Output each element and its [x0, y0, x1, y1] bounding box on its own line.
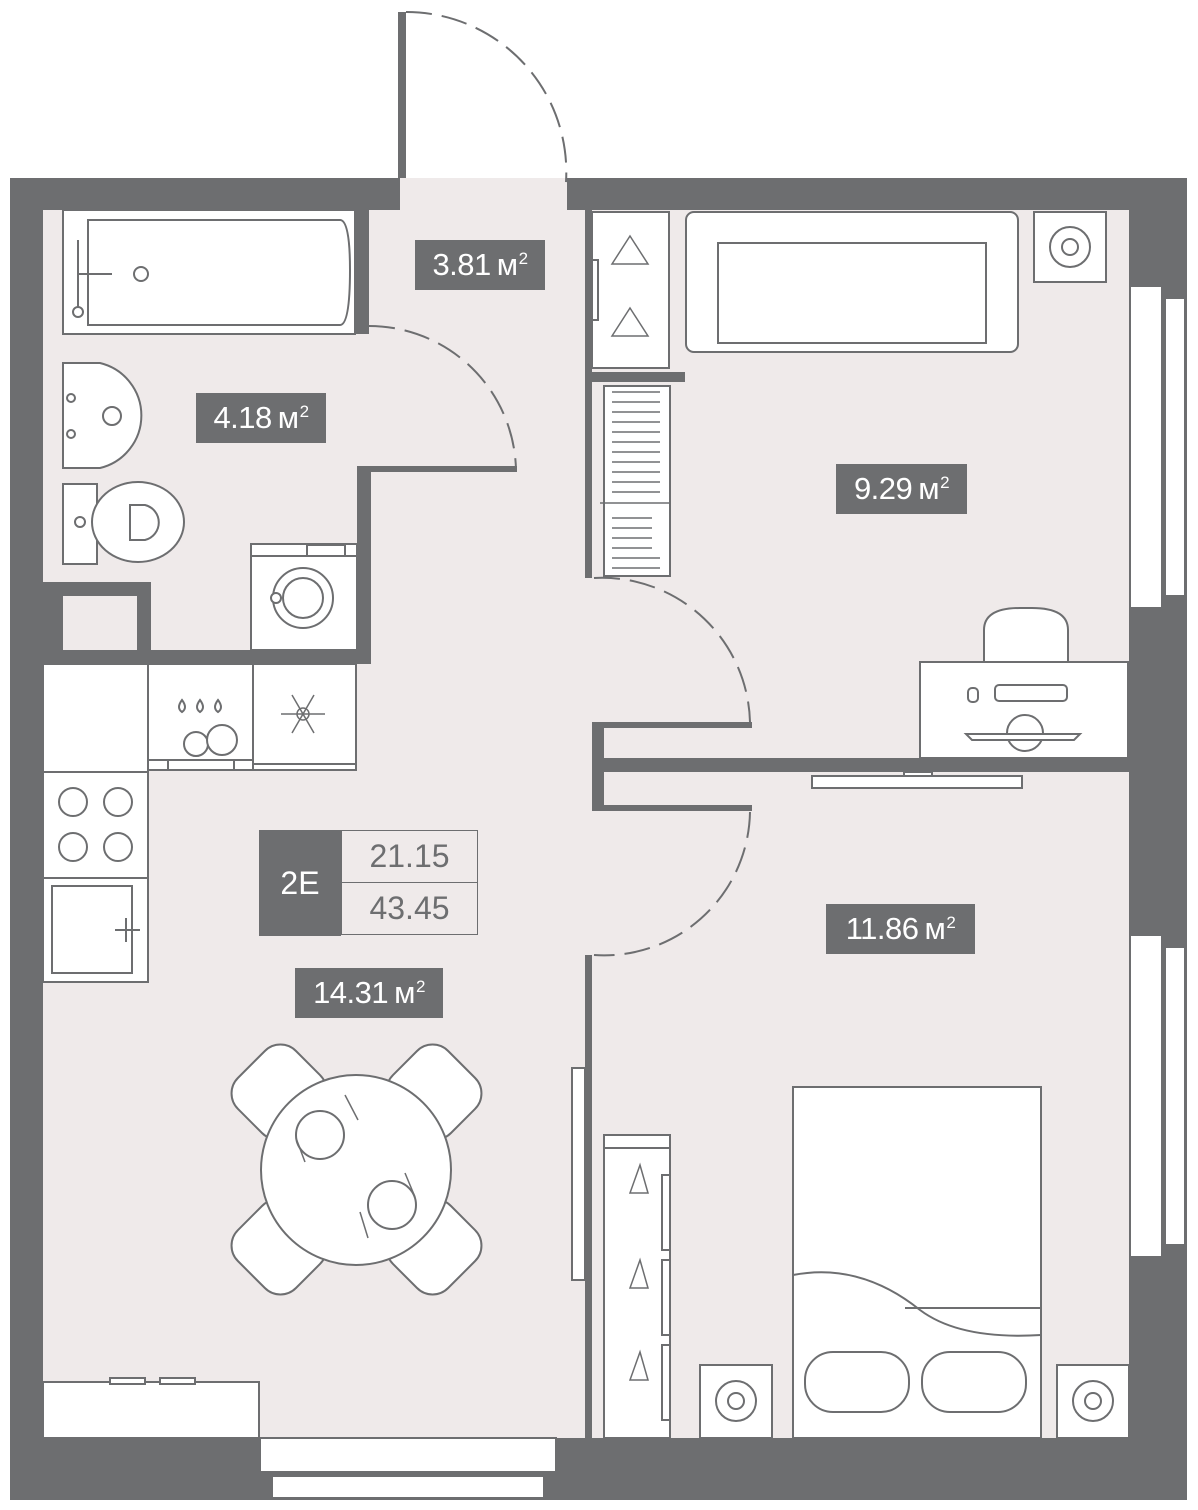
living-area: 21.15	[341, 830, 478, 883]
exterior-walls	[10, 12, 1187, 1500]
apartment-badge: 2E 21.15 43.45	[259, 830, 478, 936]
windows	[259, 285, 1186, 1499]
fixture-details	[281, 234, 670, 1381]
apartment-code: 2E	[259, 830, 341, 936]
door-swings	[368, 10, 751, 957]
total-area: 43.45	[341, 882, 478, 935]
fixtures	[42, 209, 1130, 1439]
